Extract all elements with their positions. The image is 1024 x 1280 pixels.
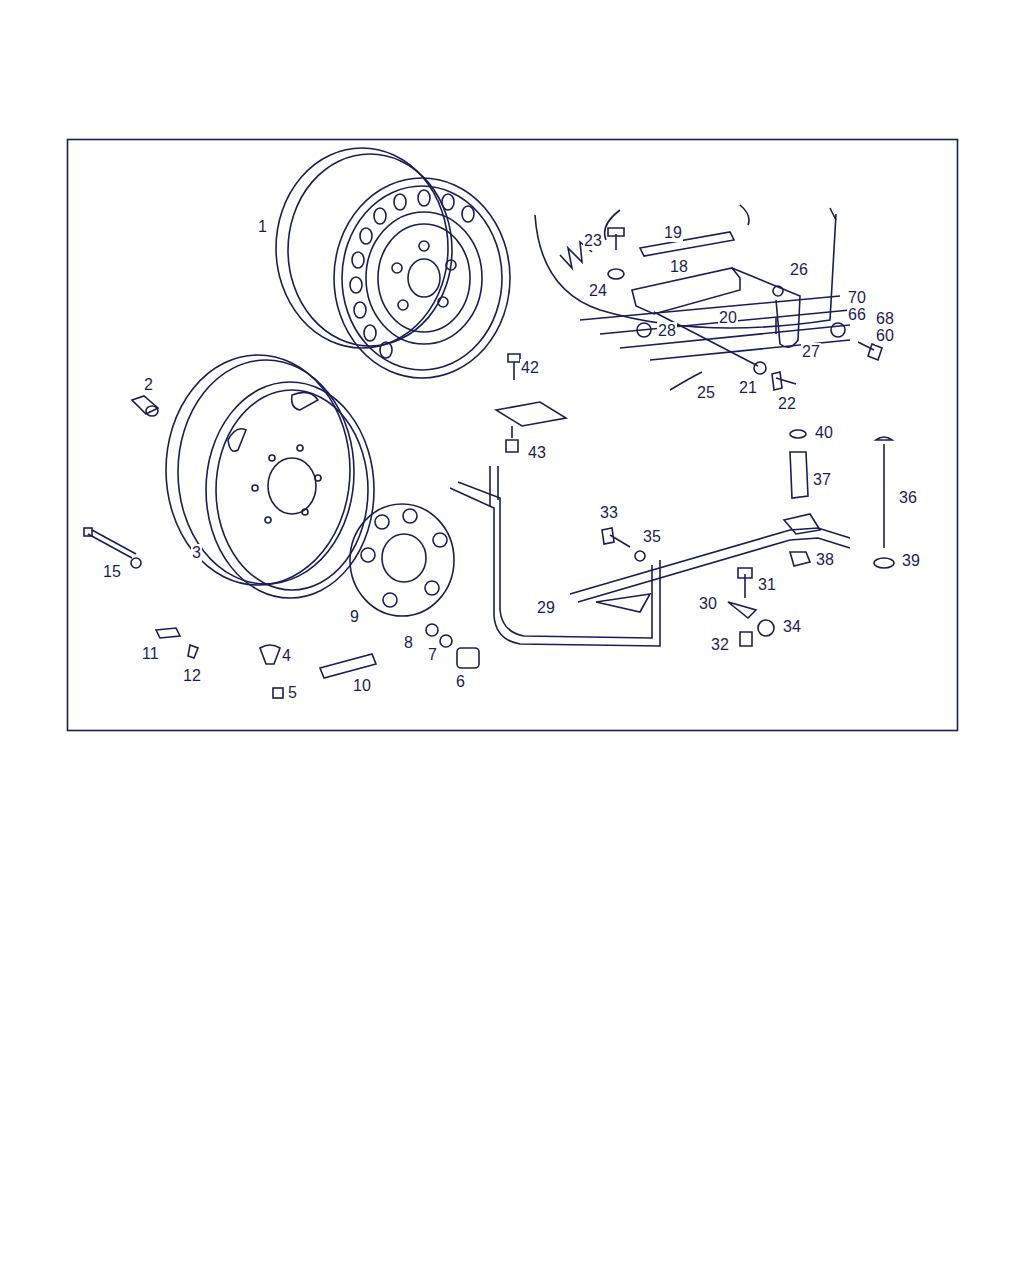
callout-number: 21 xyxy=(738,379,758,397)
callout-number: 70 xyxy=(847,289,867,307)
wheel-rim xyxy=(276,148,510,378)
callout-number: 12 xyxy=(182,667,202,685)
small-parts xyxy=(84,354,894,698)
callout-number: 25 xyxy=(696,384,716,402)
callout-number: 33 xyxy=(599,504,619,522)
callout-number: 24 xyxy=(588,282,608,300)
wheel-spacer xyxy=(350,504,454,616)
callout-number: 7 xyxy=(427,646,438,664)
callout-number: 40 xyxy=(814,424,834,442)
frame xyxy=(68,140,958,731)
callout-number: 1 xyxy=(257,218,268,236)
callout-number: 19 xyxy=(663,224,683,242)
callout-number: 9 xyxy=(349,608,360,626)
callout-number: 20 xyxy=(718,309,738,327)
callout-number: 30 xyxy=(698,595,718,613)
callout-number: 39 xyxy=(901,552,921,570)
wheel-rim xyxy=(166,355,374,598)
vehicle-body xyxy=(535,205,882,390)
callout-number: 11 xyxy=(141,645,160,663)
callout-number: 35 xyxy=(642,528,662,546)
callout-number: 26 xyxy=(789,261,809,279)
callout-number: 15 xyxy=(102,563,122,581)
callout-number: 3 xyxy=(191,544,202,562)
callout-number: 27 xyxy=(801,343,821,361)
callout-number: 23 xyxy=(583,232,603,250)
callout-number: 68 xyxy=(875,310,895,328)
callout-number: 22 xyxy=(777,395,797,413)
callout-number: 34 xyxy=(782,618,802,636)
callout-number: 4 xyxy=(281,647,292,665)
callout-number: 6 xyxy=(455,673,466,691)
callout-number: 28 xyxy=(657,322,677,340)
callout-number: 43 xyxy=(527,444,547,462)
callout-number: 2 xyxy=(143,376,154,394)
callout-number: 42 xyxy=(520,359,540,377)
callout-number: 10 xyxy=(352,677,372,695)
callout-number: 37 xyxy=(812,471,832,489)
callout-number: 5 xyxy=(287,684,298,702)
callout-number: 36 xyxy=(898,489,918,507)
callout-number: 18 xyxy=(669,258,689,276)
callout-number: 66 xyxy=(847,306,867,324)
callout-number: 38 xyxy=(815,551,835,569)
callout-number: 31 xyxy=(757,576,777,594)
spare-wheel-carrier xyxy=(450,466,850,646)
callout-number: 60 xyxy=(875,327,895,345)
callout-number: 8 xyxy=(403,634,414,652)
callout-number: 32 xyxy=(710,636,730,654)
callout-number: 29 xyxy=(536,599,556,617)
